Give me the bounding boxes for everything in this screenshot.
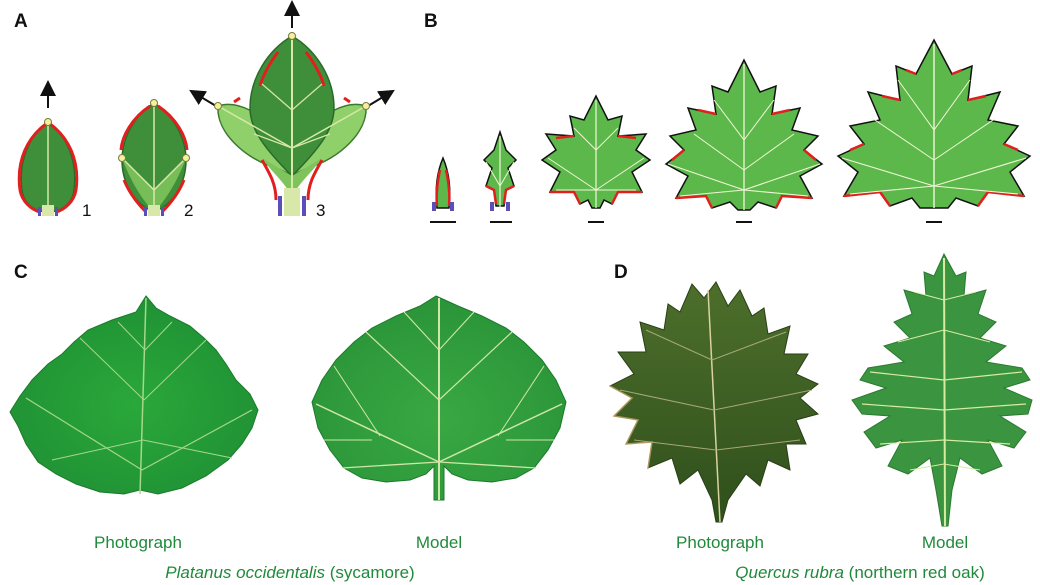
leaf-margin	[550, 192, 580, 204]
caption-c-species: Platanus occidentalis (sycamore)	[165, 563, 414, 582]
panel-b-letter: B	[424, 11, 438, 32]
petiole-blue-left	[490, 202, 494, 211]
common-name-d: (northern red oak)	[844, 563, 985, 582]
petiole-blue-left	[38, 207, 41, 216]
leaf-stage-1: 1	[19, 88, 91, 220]
growth-node	[289, 33, 296, 40]
panel-d-letter: D	[614, 262, 628, 283]
panel-c: C	[10, 262, 566, 582]
growth-arrow	[368, 94, 388, 106]
caption-c-model: Model	[416, 533, 462, 552]
caption-d-species: Quercus rubra (northern red oak)	[735, 563, 984, 582]
growth-stage-b2	[484, 132, 516, 222]
leaf-margin	[676, 196, 712, 208]
leaf-margin	[234, 98, 240, 102]
midrib	[944, 258, 945, 526]
panel-d: D	[610, 254, 1032, 582]
leaf-stage-2: 2	[119, 100, 194, 221]
growth-stage-b4	[666, 60, 822, 222]
sycamore-model	[312, 296, 566, 500]
leaf-margin	[612, 192, 642, 204]
caption-d-photograph: Photograph	[676, 533, 764, 552]
growth-stage-b1	[430, 158, 456, 222]
step-label-3: 3	[316, 201, 325, 220]
oak-model-leaf	[852, 254, 1032, 526]
oak-photograph	[610, 282, 818, 522]
growth-node	[119, 155, 126, 162]
petiole	[148, 205, 160, 216]
leaf-margin	[776, 196, 812, 208]
growth-node	[183, 155, 190, 162]
petiole-blue-right	[55, 207, 58, 216]
common-name-c: (sycamore)	[325, 563, 415, 582]
oak-model	[852, 254, 1032, 526]
panel-a: A 1 2	[14, 8, 388, 220]
panel-a-letter: A	[14, 11, 28, 32]
sycamore-photograph	[10, 296, 258, 494]
petiole-blue-right	[302, 196, 306, 216]
leaf-stage-3: 3	[196, 8, 388, 220]
caption-c-photograph: Photograph	[94, 533, 182, 552]
petiole-blue-left	[144, 207, 147, 216]
leaf-margin	[344, 98, 350, 102]
petiole-blue-right	[161, 207, 164, 216]
petiole-blue-right	[450, 202, 454, 211]
step-label-2: 2	[184, 201, 193, 220]
panel-c-letter: C	[14, 262, 28, 283]
petiole-blue-left	[432, 202, 436, 211]
growth-node	[45, 119, 52, 126]
panel-b: B	[424, 11, 1030, 222]
step-label-1: 1	[82, 201, 91, 220]
petiole-blue-right	[506, 202, 510, 211]
growth-node	[151, 100, 158, 107]
petiole	[42, 205, 54, 216]
growth-node	[215, 103, 222, 110]
growth-stage-b5	[838, 40, 1030, 222]
caption-d-model: Model	[922, 533, 968, 552]
growth-stage-b3	[542, 96, 650, 222]
petiole	[284, 188, 300, 216]
sycamore-photo-leaf	[10, 296, 258, 494]
growth-arrow	[196, 94, 216, 106]
growth-node	[363, 103, 370, 110]
species-name-d: Quercus rubra	[735, 563, 844, 582]
species-name-c: Platanus occidentalis	[165, 563, 325, 582]
petiole-blue-left	[278, 196, 282, 216]
